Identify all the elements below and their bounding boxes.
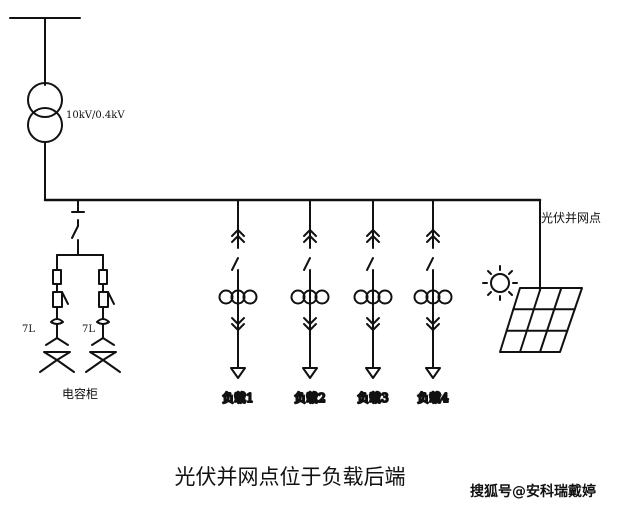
load-feeder-3: 负载3 bbox=[353, 199, 393, 406]
load-label-4: 负载4 bbox=[417, 391, 449, 405]
load-label-1: 负载1 bbox=[222, 391, 254, 405]
pv-panel-icon bbox=[499, 287, 583, 353]
load-label-3: 负载3 bbox=[357, 391, 389, 405]
load-label-2: 负载2 bbox=[294, 391, 326, 405]
capacitor-branch bbox=[39, 199, 121, 373]
watermark: 搜狐号@安科瑞戴婷 bbox=[470, 483, 596, 500]
load-feeder-2: 负载2 bbox=[290, 199, 330, 406]
transformer-symbol bbox=[27, 82, 63, 143]
load-feeders: 负载1 负载2 负载3 负载4 bbox=[218, 199, 453, 406]
load-feeder-4: 负载4 bbox=[413, 199, 453, 406]
branch-mark-right: 7L bbox=[82, 324, 95, 335]
sun-icon bbox=[482, 265, 518, 301]
pv-point-label: 光伏并网点 bbox=[541, 211, 601, 225]
diagram-caption: 光伏并网点位于负载后端 bbox=[175, 465, 406, 489]
branch-mark-left: 7L bbox=[22, 324, 35, 335]
capacitor-cabinet-label: 电容柜 bbox=[62, 386, 98, 401]
transformer-rating-label: 10kV/0.4kV bbox=[66, 110, 125, 121]
load-feeder-1: 负载1 bbox=[218, 199, 258, 406]
